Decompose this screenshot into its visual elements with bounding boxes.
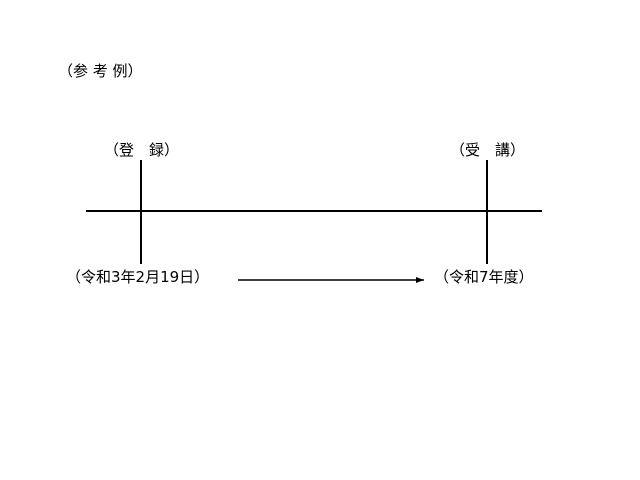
registration-label: （登 録） (104, 141, 180, 159)
end-date-label: （令和7年度） (434, 268, 534, 286)
start-date-label: （令和3年2月19日） (66, 268, 210, 286)
course-label: （受 講） (450, 141, 526, 159)
example-title: （参 考 例） (58, 62, 143, 80)
